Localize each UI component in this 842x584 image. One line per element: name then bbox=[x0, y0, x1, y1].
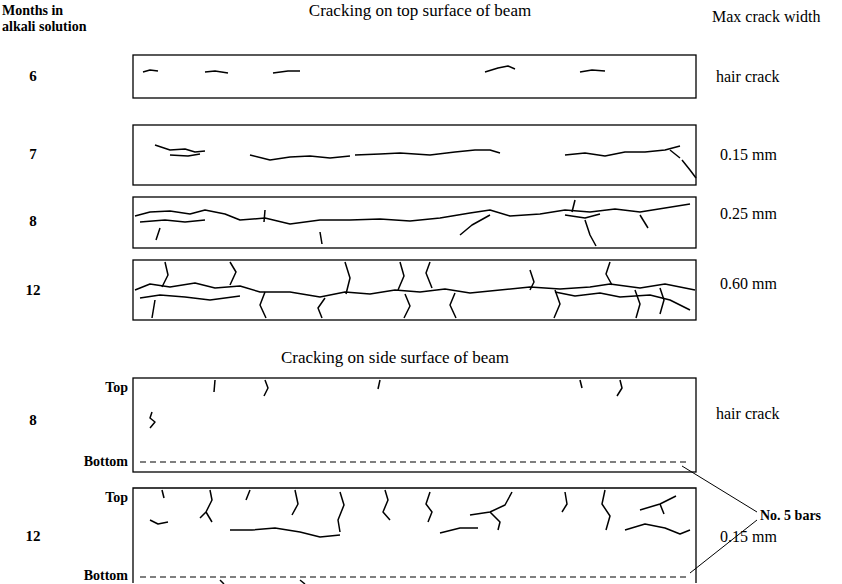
face-label: Bottom bbox=[84, 568, 128, 584]
face-label: Bottom bbox=[84, 454, 128, 470]
beam-outline bbox=[133, 55, 696, 98]
beam-outline bbox=[133, 378, 696, 472]
crack-width: 0.60 mm bbox=[720, 275, 777, 293]
month-number: 12 bbox=[26, 528, 41, 545]
face-label: Top bbox=[105, 490, 128, 506]
crack-lines bbox=[135, 66, 696, 584]
face-label: Top bbox=[105, 380, 128, 396]
leader-line bbox=[682, 466, 757, 512]
axis-title: Months in alkali solution bbox=[2, 3, 98, 35]
crack-width: hair crack bbox=[716, 405, 780, 423]
beam-outline bbox=[133, 488, 696, 583]
crack-width: 0.15 mm bbox=[720, 528, 777, 546]
section-heading: Cracking on top surface of beam bbox=[309, 1, 531, 21]
beam-outline bbox=[133, 125, 696, 185]
beam-outline bbox=[133, 260, 696, 320]
rebar-line bbox=[140, 576, 690, 577]
crack-width: hair crack bbox=[716, 68, 780, 86]
rebar-label: No. 5 bars bbox=[760, 508, 821, 524]
month-number: 8 bbox=[29, 213, 37, 230]
month-number: 6 bbox=[29, 68, 37, 85]
beam-outline bbox=[133, 197, 696, 248]
column-heading: Max crack width bbox=[712, 8, 820, 26]
month-number: 12 bbox=[26, 282, 41, 299]
rebar-line bbox=[140, 461, 690, 462]
section-heading: Cracking on side surface of beam bbox=[281, 348, 509, 368]
crack-width: 0.25 mm bbox=[720, 205, 777, 223]
month-number: 8 bbox=[29, 412, 37, 429]
crack-width: 0.15 mm bbox=[720, 146, 777, 164]
month-number: 7 bbox=[29, 146, 37, 163]
